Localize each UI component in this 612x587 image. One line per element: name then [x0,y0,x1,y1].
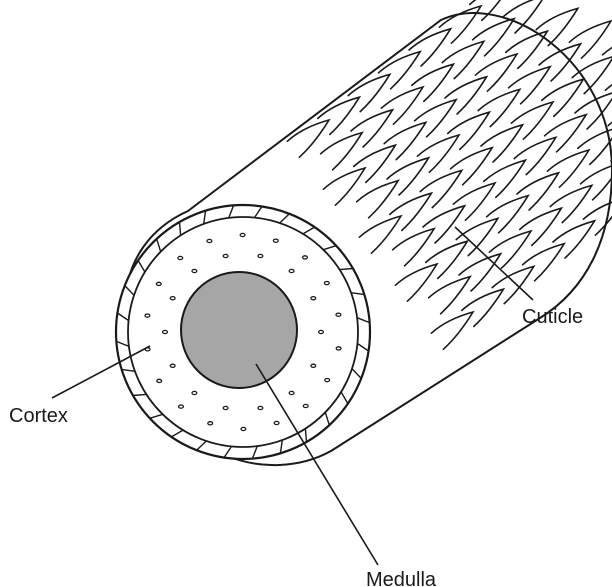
cuticle-label: Cuticle [522,306,583,328]
cortex-label: Cortex [9,405,68,427]
medulla-core [181,272,297,388]
medulla-label: Medulla [366,569,437,587]
